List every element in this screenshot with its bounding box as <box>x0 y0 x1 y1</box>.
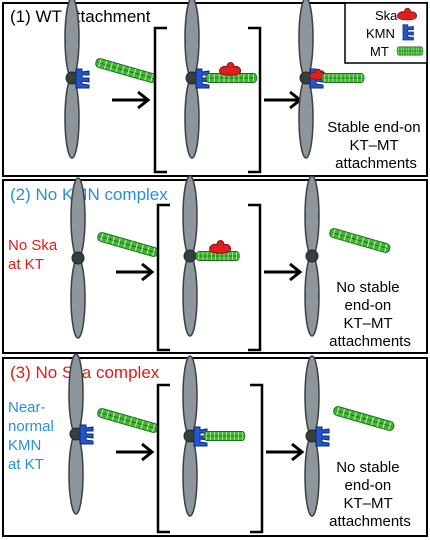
panel-2: (2) No KMN complex No Ska at KT No stabl… <box>2 175 428 354</box>
panel-3-result: No stable end-on KT–MT attachments <box>329 459 411 530</box>
panel-2-side-label: No Ska at KT <box>8 237 61 273</box>
panel-2-title: (2) No KMN complex <box>10 185 168 204</box>
microtubule-icon <box>203 430 246 442</box>
panel-1-frame <box>2 2 428 177</box>
kmn-icon <box>402 24 414 41</box>
bracket-right <box>248 26 262 174</box>
microtubule-icon <box>94 57 158 85</box>
arrow-icon <box>264 442 304 462</box>
ska-icon <box>209 240 232 254</box>
kmn-icon <box>75 68 90 89</box>
microtubule-icon <box>321 72 365 84</box>
arrow-icon <box>114 442 154 462</box>
legend-label-ska: Ska <box>375 8 398 23</box>
bracket-right <box>250 383 264 534</box>
panel-3-title: (3) No Ska complex <box>10 363 160 382</box>
microtubule-icon <box>96 407 160 435</box>
kmn-icon <box>79 424 94 445</box>
bracket-right <box>248 203 262 352</box>
panel-3-frame <box>2 357 428 537</box>
panel-1-title: (1) WT attachment <box>10 7 151 26</box>
microtubule-icon <box>328 227 392 255</box>
panel-1: (1) WT attachment Ska KMN MT St <box>2 0 428 177</box>
chromosome-icon <box>304 175 320 337</box>
bracket-left <box>156 203 170 352</box>
legend-label-kmn: KMN <box>366 26 395 41</box>
arrow-icon <box>262 90 302 110</box>
kmn-icon <box>315 426 330 447</box>
panel-2-result: No stable end-on KT–MT attachments <box>329 279 411 350</box>
bracket-left <box>153 26 167 174</box>
panel-3: (3) No Ska complex Near- normal KMN at K… <box>2 353 428 537</box>
microtubule-icon <box>96 231 160 259</box>
panel-2-frame <box>2 179 428 354</box>
legend: Ska KMN MT <box>344 2 428 64</box>
mt-icon <box>396 46 424 56</box>
bracket-left <box>156 383 170 534</box>
panel-3-side-label: Near- normal KMN at KT <box>8 399 58 473</box>
panel-1-result: Stable end-on KT–MT attachments <box>327 119 425 172</box>
legend-label-mt: MT <box>370 44 389 59</box>
chromosome-icon <box>182 175 198 337</box>
arrow-icon <box>114 262 154 282</box>
arrow-icon <box>262 262 302 282</box>
arrow-icon <box>110 90 150 110</box>
ska-icon <box>219 62 242 76</box>
chromosome-icon <box>70 177 86 339</box>
microtubule-icon <box>332 405 396 433</box>
